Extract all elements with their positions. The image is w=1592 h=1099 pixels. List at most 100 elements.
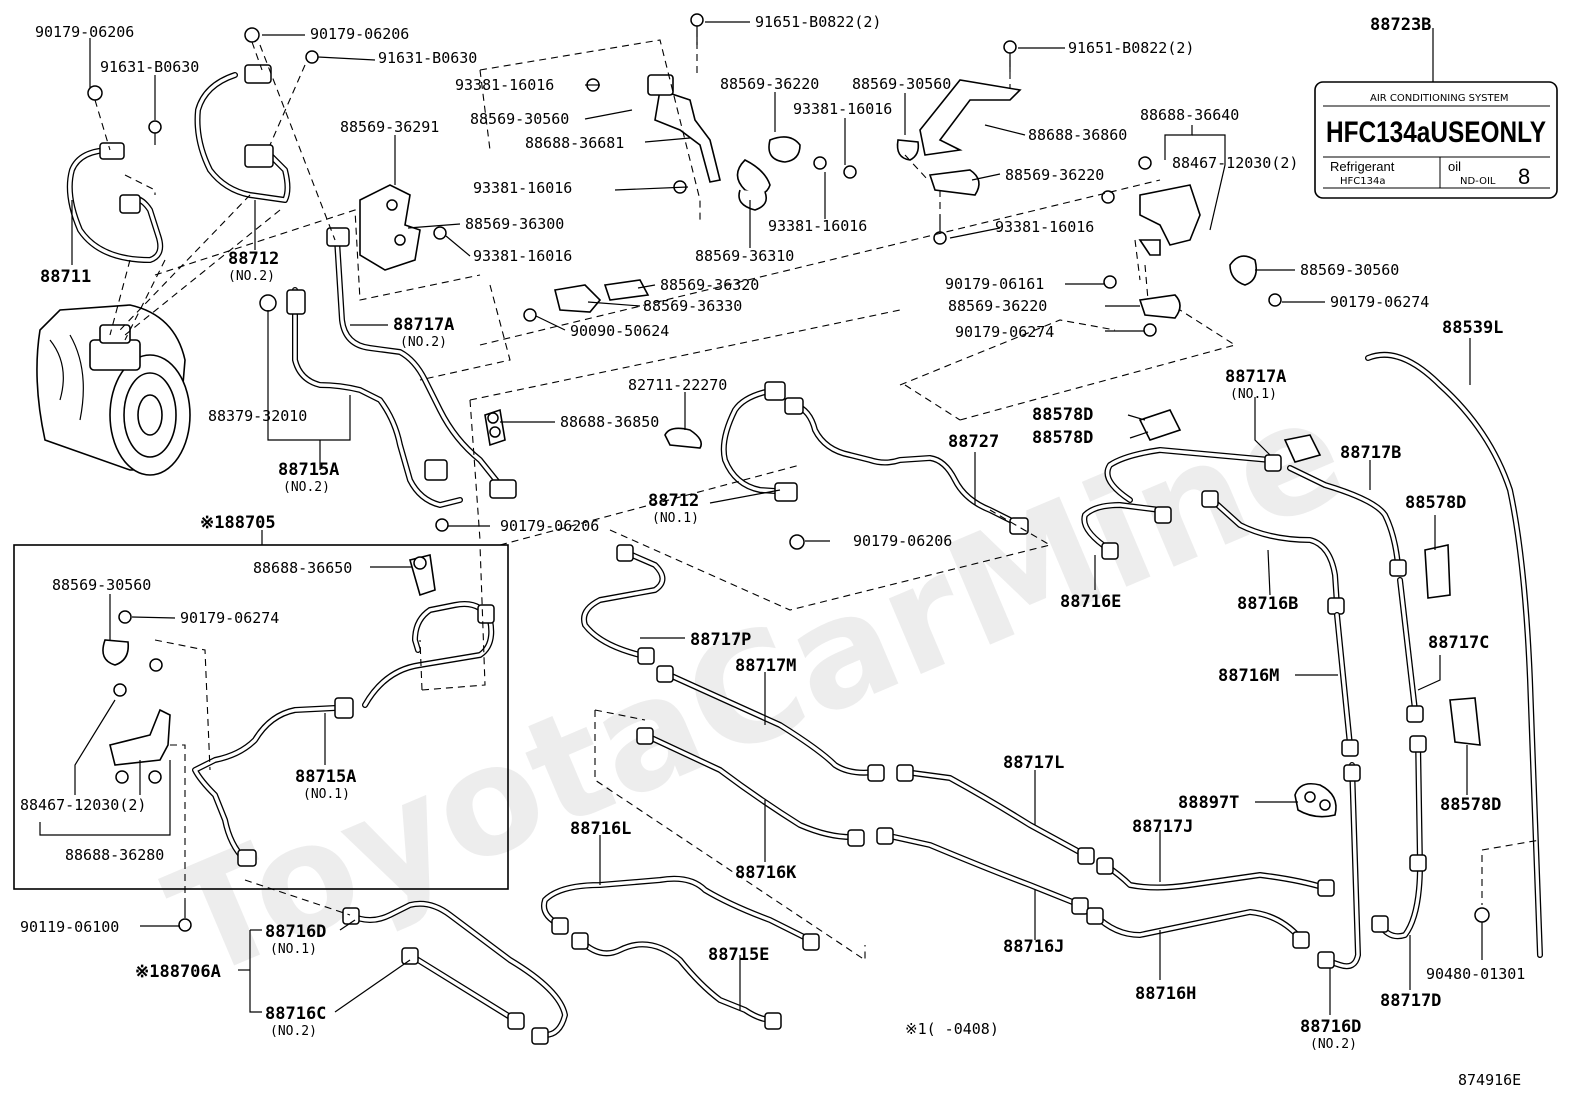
pipe-88716d-no1[interactable]: [342, 900, 568, 1045]
pipe-88716h[interactable]: [1086, 907, 1310, 949]
label-88716d-no1[interactable]: 88716D: [265, 922, 326, 942]
label-88688-36280[interactable]: 88688-36280: [65, 846, 164, 864]
pipe-88716k[interactable]: [636, 727, 865, 847]
pipe-88717l[interactable]: [896, 764, 1095, 865]
label-88688-36860[interactable]: 88688-36860: [1028, 126, 1127, 144]
label-88569-36220-a[interactable]: 88569-36220: [720, 75, 819, 93]
pipe-88716e[interactable]: [1081, 502, 1172, 560]
label-88569-30560-c[interactable]: 88569-30560: [1300, 261, 1399, 279]
bracket-88569-36291[interactable]: [359, 184, 421, 271]
clamp-88569-30560-top[interactable]: [896, 139, 920, 161]
pipe-88727[interactable]: [784, 397, 1029, 535]
label-88569-30560-d[interactable]: 88569-30560: [52, 576, 151, 594]
pipe-88716m[interactable]: [1334, 612, 1359, 757]
label-88569-36220-c[interactable]: 88569-36220: [948, 297, 1047, 315]
clamp-88569-30560-right[interactable]: [1229, 255, 1258, 286]
pipe-88717p[interactable]: [581, 544, 666, 665]
label-93381-16016-a[interactable]: 93381-16016: [455, 76, 554, 94]
bracket-88688-36650[interactable]: [409, 554, 436, 597]
label-93381-16016-e[interactable]: 93381-16016: [473, 247, 572, 265]
pipe-88715e[interactable]: [571, 932, 782, 1030]
label-90179-06206-a[interactable]: 90179-06206: [35, 23, 134, 41]
label-88569-36291[interactable]: 88569-36291: [340, 118, 439, 136]
pipe-88717m[interactable]: [656, 665, 885, 782]
grommet-88897t[interactable]: [1294, 782, 1337, 818]
pipe-88717c[interactable]: [1397, 577, 1424, 723]
label-88706a[interactable]: ※188706A: [135, 962, 221, 982]
label-88467-12030-b[interactable]: 88467-12030(2): [20, 796, 146, 814]
label-88716d-no2[interactable]: 88716D: [1300, 1017, 1361, 1037]
label-88716l[interactable]: 88716L: [570, 819, 631, 839]
bracket-88688-36280[interactable]: [109, 708, 171, 766]
pipe-88716j[interactable]: [876, 827, 1089, 915]
label-88688-36650[interactable]: 88688-36650: [253, 559, 352, 577]
label-88712-no1[interactable]: 88712: [648, 491, 699, 511]
label-88717j[interactable]: 88717J: [1132, 817, 1193, 837]
label-88578d-b[interactable]: 88578D: [1032, 428, 1093, 448]
label-88715a-no2[interactable]: 88715A: [278, 460, 339, 480]
label-88717l[interactable]: 88717L: [1003, 753, 1064, 773]
label-90179-06206-c[interactable]: 90179-06206: [500, 517, 599, 535]
label-88897t[interactable]: 88897T: [1178, 793, 1239, 813]
label-88688-36850[interactable]: 88688-36850: [560, 413, 659, 431]
label-88716j[interactable]: 88716J: [1003, 937, 1064, 957]
pipe-88715a-no1[interactable]: [192, 601, 495, 867]
label-88717b[interactable]: 88717B: [1340, 443, 1401, 463]
decal-88723b[interactable]: AIR CONDITIONING SYSTEM HFC134aUSEONLY R…: [1314, 81, 1558, 199]
label-91651-b0822-a[interactable]: 91651-B0822(2): [755, 13, 881, 31]
label-88467-12030-a[interactable]: 88467-12030(2): [1172, 154, 1298, 172]
label-88569-36310[interactable]: 88569-36310: [695, 247, 794, 265]
label-90179-06274-a[interactable]: 90179-06274: [1330, 293, 1429, 311]
clamp-88569-36220-mid[interactable]: [928, 169, 980, 196]
pipe-88715a-no2[interactable]: [286, 287, 463, 508]
label-90179-06206-d[interactable]: 90179-06206: [853, 532, 952, 550]
label-88716e[interactable]: 88716E: [1060, 592, 1121, 612]
label-88717a-no2[interactable]: 88717A: [393, 315, 454, 335]
label-88716b[interactable]: 88716B: [1237, 594, 1298, 614]
hose-88711[interactable]: [66, 142, 164, 263]
clamp-88569-36220-right[interactable]: [1138, 294, 1181, 319]
label-88569-36300[interactable]: 88569-36300: [465, 215, 564, 233]
compressor[interactable]: [36, 304, 191, 476]
label-91651-b0822-b[interactable]: 91651-B0822(2): [1068, 39, 1194, 57]
label-90090-50624[interactable]: 90090-50624: [570, 322, 669, 340]
label-88717c[interactable]: 88717C: [1428, 633, 1489, 653]
label-90179-06274-b[interactable]: 90179-06274: [955, 323, 1054, 341]
label-88716m[interactable]: 88716M: [1218, 666, 1279, 686]
bracket-88688-36640[interactable]: [1138, 184, 1201, 256]
label-88578d-a[interactable]: 88578D: [1032, 405, 1093, 425]
label-88569-30560-a[interactable]: 88569-30560: [470, 110, 569, 128]
label-90179-06206-b[interactable]: 90179-06206: [310, 25, 409, 43]
label-82711-22270[interactable]: 82711-22270: [628, 376, 727, 394]
label-90179-06274-c[interactable]: 90179-06274: [180, 609, 279, 627]
pipe-88717a-no1[interactable]: [1104, 447, 1282, 503]
label-88705[interactable]: ※188705: [200, 513, 276, 533]
pipe-88717d[interactable]: [1371, 735, 1427, 940]
label-88717m[interactable]: 88717M: [735, 656, 796, 676]
pipe-88716d-no2[interactable]: [1317, 762, 1361, 970]
label-88379-32010[interactable]: 88379-32010: [208, 407, 307, 425]
label-90179-06161[interactable]: 90179-06161: [945, 275, 1044, 293]
label-88688-36640[interactable]: 88688-36640: [1140, 106, 1239, 124]
hose-88539l[interactable]: [1365, 351, 1543, 958]
clip-88578d-a[interactable]: [1138, 409, 1182, 441]
label-88569-30560-b[interactable]: 88569-30560: [852, 75, 951, 93]
label-88715e[interactable]: 88715E: [708, 945, 769, 965]
label-93381-16016-f[interactable]: 93381-16016: [995, 218, 1094, 236]
label-88717a-no1[interactable]: 88717A: [1225, 367, 1286, 387]
label-88578d-d[interactable]: 88578D: [1440, 795, 1501, 815]
label-88723b[interactable]: 88723B: [1370, 15, 1431, 35]
clip-88578d-c[interactable]: [1424, 544, 1451, 599]
label-88539l[interactable]: 88539L: [1442, 318, 1503, 338]
pipe-88716l[interactable]: [541, 875, 820, 951]
label-88569-36320[interactable]: 88569-36320: [660, 276, 759, 294]
label-93381-16016-c[interactable]: 93381-16016: [473, 179, 572, 197]
label-90119-06100[interactable]: 90119-06100: [20, 918, 119, 936]
label-88711[interactable]: 88711: [40, 267, 91, 287]
bracket-88569-36320[interactable]: [554, 279, 650, 313]
label-90480-01301[interactable]: 90480-01301: [1426, 965, 1525, 983]
clamp-82711-22270[interactable]: [664, 427, 703, 449]
label-88578d-c[interactable]: 88578D: [1405, 493, 1466, 513]
label-88717d[interactable]: 88717D: [1380, 991, 1441, 1011]
label-88569-36330[interactable]: 88569-36330: [643, 297, 742, 315]
